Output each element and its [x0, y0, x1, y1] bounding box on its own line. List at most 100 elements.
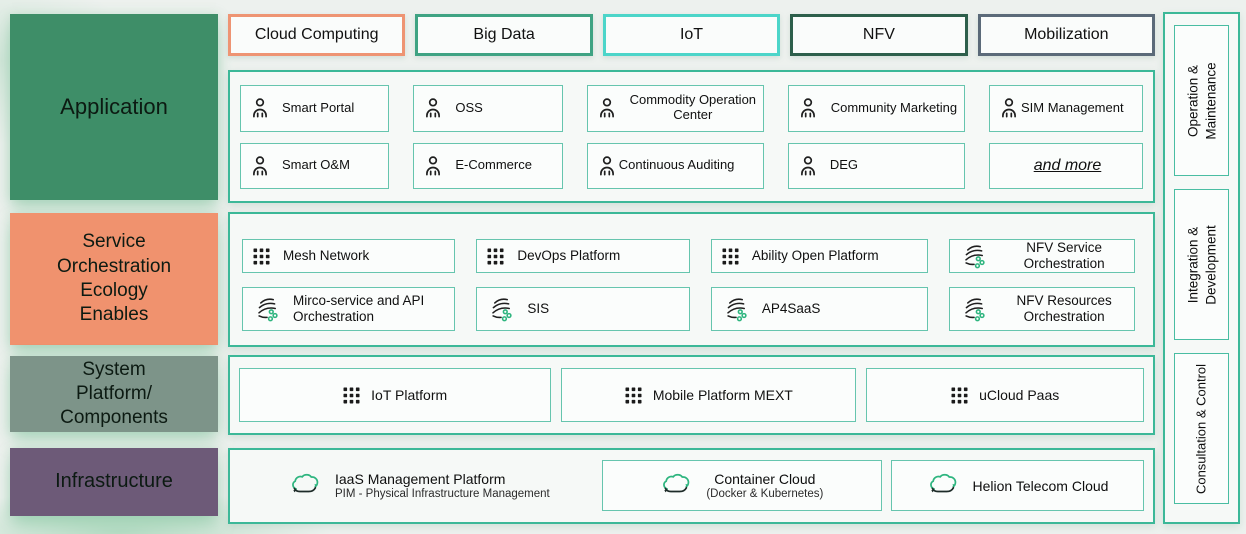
- infra-item-subtitle: PIM - Physical Infrastructure Management: [335, 488, 550, 500]
- infra-item-title: IaaS Management Platform: [335, 471, 506, 487]
- grid-icon: [343, 387, 360, 403]
- svc-item-devops-platform: DevOps Platform: [476, 239, 690, 273]
- app-item-label: SIM Management: [1020, 99, 1124, 115]
- tab-big-data-label: Big Data: [473, 26, 535, 43]
- grid-icon: [487, 248, 504, 264]
- app-item-sim-management: SIM Management: [988, 85, 1143, 132]
- sidebar-item-label: Integration & Development: [1184, 224, 1218, 305]
- lifecycle-sidebar: Operation & Maintenance Integration & De…: [1163, 12, 1240, 524]
- svc-item-label: Mirco-service and API Orchestration: [293, 292, 425, 324]
- tab-cloud-computing: Cloud Computing: [228, 14, 406, 56]
- tab-iot-label: IoT: [679, 26, 704, 43]
- service-orchestration-section: Mesh Network DevOps Platform Ability Ope…: [228, 212, 1155, 347]
- app-item-deg: DEG: [787, 142, 965, 189]
- app-item-continuous-auditing: Continuous Auditing: [586, 142, 764, 189]
- tab-big-data: Big Data: [415, 14, 593, 56]
- tab-nfv: NFV: [790, 14, 968, 56]
- app-item-label: Smart Portal: [282, 99, 355, 115]
- tab-cloud-computing-label: Cloud Computing: [254, 26, 379, 43]
- app-item-label: Smart O&M: [282, 157, 350, 173]
- svc-item-label: NFV Resources Orchestration: [1016, 292, 1112, 324]
- person-icon: [1002, 98, 1016, 118]
- app-item-oss: OSS: [413, 85, 563, 132]
- orchestration-stream-icon: [965, 244, 985, 268]
- sidebar-item-consultation-control: Consultation & Control: [1174, 353, 1229, 504]
- tab-mobilization: Mobilization: [977, 14, 1156, 56]
- svc-item-ability-open-platform: Ability Open Platform: [710, 239, 929, 273]
- layer-system-platform-label: System Platform/ Components: [60, 358, 168, 429]
- app-item-label: Commodity Operation Center: [629, 92, 757, 123]
- tab-nfv-label: NFV: [862, 26, 895, 43]
- sys-item-iot-platform: IoT Platform: [239, 368, 552, 422]
- infra-item-subtitle: (Docker & Kubernetes): [706, 488, 824, 500]
- cloud-sync-icon: [929, 473, 956, 494]
- infra-item-iaas-management: IaaS Management Platform PIM - Physical …: [239, 460, 593, 511]
- cloud-sync-icon: [663, 473, 690, 494]
- person-icon: [253, 98, 267, 118]
- layer-system-platform: System Platform/ Components: [10, 356, 218, 432]
- svc-item-label: NFV Service Orchestration: [1023, 239, 1105, 271]
- svc-item-label: Ability Open Platform: [751, 247, 879, 263]
- svc-item-mesh-network: Mesh Network: [242, 239, 456, 273]
- layer-application-label: Application: [60, 93, 168, 119]
- grid-icon: [625, 387, 642, 403]
- person-icon: [426, 156, 441, 176]
- technology-tabs: Cloud Computing Big Data IoT NFV Mobiliz…: [228, 14, 1156, 56]
- app-item-commodity-operation-center: Commodity Operation Center: [586, 85, 764, 132]
- orchestration-stream-icon: [258, 297, 278, 321]
- sys-item-label: Mobile Platform MEXT: [652, 387, 793, 403]
- grid-icon: [253, 248, 270, 264]
- sys-item-mobile-platform-mext: Mobile Platform MEXT: [561, 368, 857, 422]
- cloud-sync-icon: [292, 473, 319, 494]
- svc-item-label: AP4SaaS: [761, 300, 821, 316]
- app-item-and-more: and more: [988, 142, 1143, 189]
- svc-item-nfv-resources-orchestration: NFV Resources Orchestration: [949, 287, 1135, 331]
- orchestration-stream-icon: [492, 297, 513, 321]
- person-icon: [426, 98, 441, 118]
- sys-item-label: IoT Platform: [371, 387, 448, 403]
- svc-item-nfv-service-orchestration: NFV Service Orchestration: [949, 239, 1135, 273]
- app-item-label: Community Marketing: [830, 99, 958, 115]
- svc-item-ap4saas: AP4SaaS: [710, 287, 929, 331]
- grid-icon: [722, 248, 739, 264]
- svc-item-label: Mesh Network: [283, 247, 370, 263]
- infra-item-title: Helion Telecom Cloud: [972, 477, 1109, 494]
- sys-item-ucloud-paas: uCloud Paas: [866, 368, 1144, 422]
- person-icon: [800, 98, 815, 118]
- sidebar-item-label: Operation & Maintenance: [1184, 61, 1218, 140]
- layer-infrastructure-label: Infrastructure: [55, 470, 173, 493]
- sidebar-item-label: Consultation & Control: [1193, 363, 1209, 494]
- grid-icon: [951, 387, 968, 403]
- person-icon: [253, 156, 267, 176]
- sys-item-label: uCloud Paas: [979, 387, 1060, 403]
- app-item-label: E-Commerce: [455, 157, 532, 173]
- orchestration-stream-icon: [727, 297, 747, 321]
- infrastructure-section: IaaS Management Platform PIM - Physical …: [228, 448, 1155, 524]
- tab-iot: IoT: [602, 14, 781, 56]
- svc-item-label: DevOps Platform: [517, 247, 621, 263]
- person-icon: [800, 156, 815, 176]
- infra-item-container-cloud: Container Cloud (Docker & Kubernetes): [601, 460, 882, 511]
- infra-item-title: Container Cloud: [714, 471, 816, 487]
- sidebar-item-operation-maintenance: Operation & Maintenance: [1174, 25, 1229, 176]
- tab-mobilization-label: Mobilization: [1024, 26, 1109, 43]
- app-item-label: DEG: [829, 157, 859, 173]
- person-icon: [599, 98, 614, 118]
- layer-service-orchestration: Service Orchestration Ecology Enables: [10, 213, 218, 345]
- and-more-label: and more: [1033, 156, 1102, 174]
- app-item-e-commerce: E-Commerce: [413, 142, 563, 189]
- svc-item-microservice-api-orchestration: Mirco-service and API Orchestration: [242, 287, 456, 331]
- app-item-label: OSS: [455, 99, 483, 115]
- layer-infrastructure: Infrastructure: [10, 448, 218, 516]
- layer-service-orchestration-label: Service Orchestration Ecology Enables: [56, 231, 172, 326]
- app-item-smart-oandm: Smart O&M: [240, 142, 390, 189]
- app-item-label: Continuous Auditing: [618, 157, 735, 173]
- svc-item-sis: SIS: [476, 287, 690, 331]
- application-section: Smart Portal OSS Commodity Operation Cen…: [228, 70, 1155, 203]
- app-item-community-marketing: Community Marketing: [787, 85, 965, 132]
- person-icon: [599, 156, 614, 176]
- sidebar-item-integration-development: Integration & Development: [1174, 189, 1229, 340]
- layer-application: Application: [10, 14, 218, 200]
- svc-item-label: SIS: [527, 300, 550, 316]
